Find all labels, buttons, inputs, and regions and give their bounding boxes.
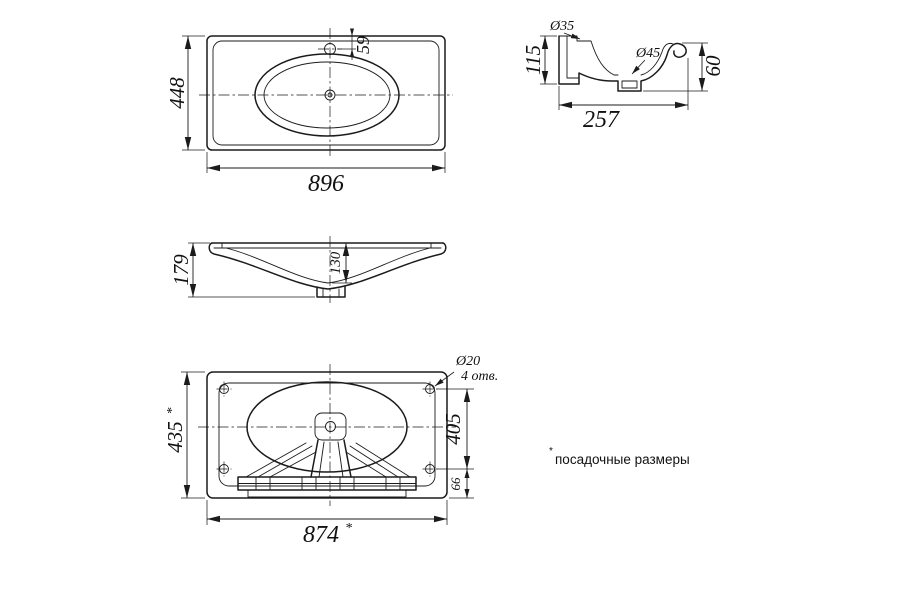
- pedestal-mount: [237, 439, 417, 498]
- dim-front-height: 179: [169, 242, 315, 298]
- side-depth-label: 257: [583, 107, 620, 133]
- bottom-view: 435 * 874 * 405 66 Ø20 4 отв.: [163, 354, 498, 548]
- top-height-label: 448: [165, 77, 189, 109]
- dim-top-width: 896: [206, 152, 446, 197]
- label-drain-dia: Ø45: [631, 46, 660, 75]
- side-view: Ø35 Ø45 115 60 257: [521, 19, 725, 133]
- dim-bottom-width: 874 *: [206, 500, 448, 548]
- top-width-label: 896: [308, 171, 344, 197]
- side-front-height-label: 60: [701, 55, 725, 77]
- side-back-wall-inner: [566, 35, 580, 79]
- side-profile-outer: [558, 35, 687, 92]
- front-drain-box: [316, 286, 346, 298]
- front-bowl-inner: [225, 247, 431, 284]
- top-view: 448 896 59: [165, 28, 453, 197]
- top-view-rim: [212, 40, 440, 146]
- bottom-width-label: 874: [303, 522, 339, 548]
- dim-bowl-depth: 130: [328, 243, 352, 284]
- bottom-outline: [206, 371, 448, 499]
- hole-spacing-label: 405: [441, 413, 465, 445]
- hole-count-label: 4 отв.: [461, 369, 498, 384]
- side-deck-inner: [558, 35, 619, 76]
- dim-bottom-height: 435 *: [163, 371, 205, 499]
- side-bowl-inner: [640, 42, 674, 76]
- dim-top-height: 448: [165, 35, 205, 151]
- bottom-height-star: *: [165, 408, 180, 415]
- footnote-text: посадочные размеры: [555, 452, 690, 467]
- dim-side-front-height: 60: [643, 42, 725, 92]
- footnote: * посадочные размеры: [549, 446, 690, 467]
- mounting-holes: [216, 381, 438, 477]
- label-mounting-holes: Ø20 4 отв.: [434, 354, 498, 387]
- bottom-drain-housing: [314, 412, 347, 441]
- dim-bottom-offset: 66: [448, 469, 474, 499]
- front-view: 179 130: [169, 236, 447, 303]
- bottom-offset-label: 66: [448, 477, 463, 491]
- bottom-width-star: *: [345, 521, 352, 536]
- faucet-offset-label: 59: [353, 36, 373, 54]
- top-view-outline: [206, 35, 446, 151]
- dim-side-back-height: 115: [521, 35, 557, 85]
- top-view-centerlines: [199, 28, 453, 158]
- dim-hole-spacing: 405: [436, 388, 474, 470]
- label-faucet-dia: Ø35: [549, 19, 581, 40]
- side-drain-box: [621, 80, 638, 89]
- bottom-height-label: 435: [163, 421, 187, 453]
- hole-dia-label: Ø20: [455, 354, 480, 369]
- bottom-rim: [218, 382, 436, 487]
- faucet-dia-label: Ø35: [549, 19, 574, 34]
- footnote-star: *: [549, 446, 553, 457]
- bottom-drain-hole: [325, 421, 336, 432]
- drain-dia-label: Ø45: [635, 46, 660, 61]
- front-height-label: 179: [169, 254, 193, 286]
- side-back-height-label: 115: [521, 45, 545, 75]
- front-shell-outer: [208, 242, 447, 290]
- dim-faucet-offset: 59: [337, 28, 373, 60]
- dim-side-depth: 257: [558, 58, 689, 133]
- bowl-depth-label: 130: [328, 251, 344, 274]
